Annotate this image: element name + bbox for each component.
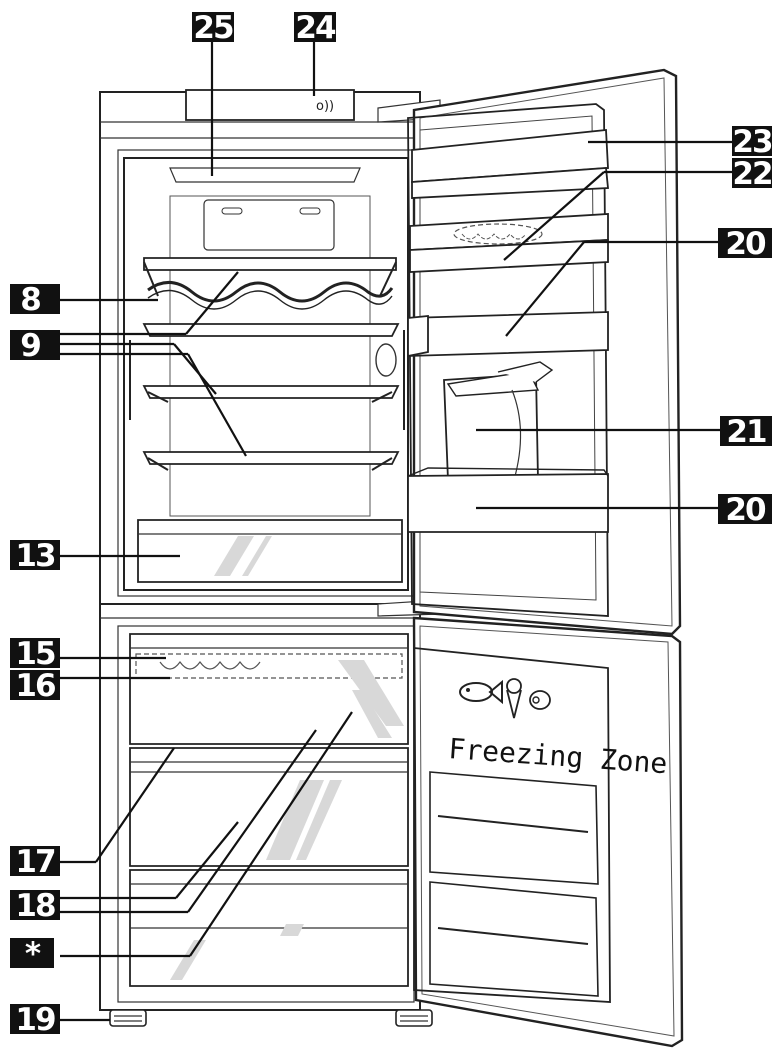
callout-16: 16 <box>10 668 60 704</box>
meat-icon <box>529 690 551 710</box>
freezer-door-panel-top <box>429 771 599 885</box>
svg-text:20: 20 <box>725 226 766 262</box>
egg-tray <box>453 223 543 245</box>
glass-shelf-2 <box>142 385 400 399</box>
svg-text:13: 13 <box>15 538 55 574</box>
fridge-light <box>169 167 361 183</box>
svg-text:8: 8 <box>20 282 40 318</box>
callout-25: 25 <box>192 10 235 46</box>
svg-text:21: 21 <box>726 414 766 450</box>
callout-8: 8 <box>10 282 60 318</box>
ice-tray <box>135 653 403 679</box>
crisper-drawer <box>137 519 403 583</box>
callout-17: 17 <box>10 844 60 880</box>
callout-9: 9 <box>10 328 60 364</box>
cabinet-body: o)) <box>99 89 441 1027</box>
svg-text:24: 24 <box>295 10 336 46</box>
svg-text:18: 18 <box>15 888 55 924</box>
svg-text:22: 22 <box>732 156 771 192</box>
callout-21: 21 <box>720 414 772 450</box>
ice-cream-icon <box>506 678 522 719</box>
svg-text:25: 25 <box>193 10 233 46</box>
callout-20-bottom: 20 <box>718 492 772 528</box>
freezer-drawer-middle <box>129 747 409 867</box>
freezer-door-panel-bottom <box>429 881 599 997</box>
wine-rack <box>143 257 397 271</box>
door-bin-bottom <box>407 473 609 533</box>
callout-22: 22 <box>732 156 774 192</box>
callout-asterisk: * <box>10 936 54 972</box>
freezer-drawer-top <box>129 633 409 745</box>
callout-15: 15 <box>10 636 60 672</box>
leader-lines <box>60 42 732 1022</box>
foot-left <box>109 1009 147 1027</box>
foot-right <box>395 1009 433 1027</box>
glass-shelf-3 <box>142 451 400 465</box>
callout-24: 24 <box>294 10 338 46</box>
fish-icon <box>459 679 503 705</box>
svg-text:19: 19 <box>15 1002 55 1038</box>
callout-13: 13 <box>10 538 60 574</box>
svg-text:20: 20 <box>725 492 766 528</box>
callout-23: 23 <box>732 124 774 160</box>
callout-20-top: 20 <box>718 226 772 262</box>
svg-text:16: 16 <box>15 668 55 704</box>
callout-19: 19 <box>10 1002 60 1038</box>
callout-18: 18 <box>10 888 60 924</box>
svg-text:17: 17 <box>15 844 55 880</box>
control-panel <box>185 89 355 121</box>
svg-text:23: 23 <box>732 124 772 160</box>
sensor-icon: o)) <box>316 99 334 114</box>
fridge-door <box>407 68 682 636</box>
door-bin-top <box>411 129 609 183</box>
freezer-door: Freezing Zone <box>412 616 684 1048</box>
svg-text:15: 15 <box>15 636 55 672</box>
svg-text:9: 9 <box>20 328 40 364</box>
glass-shelf-1 <box>142 323 400 337</box>
svg-text:*: * <box>25 936 41 972</box>
